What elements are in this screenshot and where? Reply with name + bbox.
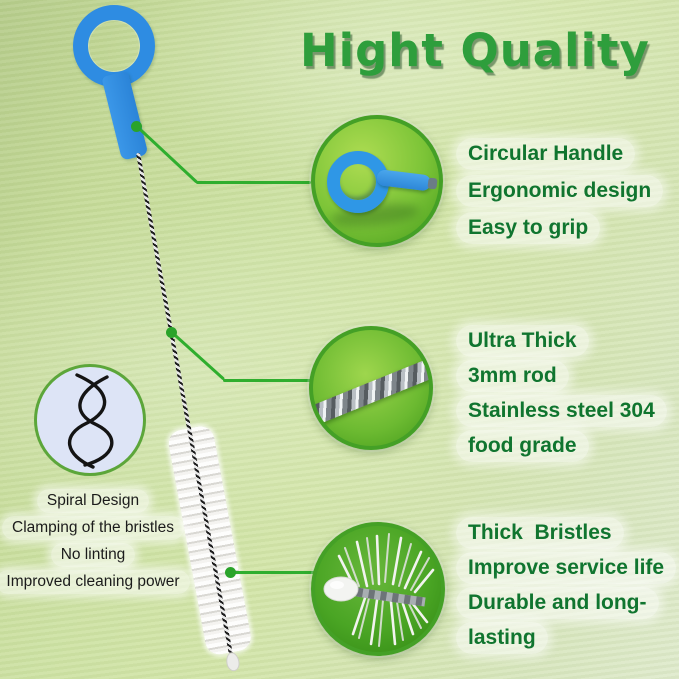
feature-line: Thick Bristles <box>456 517 624 549</box>
rod-photo <box>313 350 429 430</box>
anchor-dot-handle <box>131 121 142 132</box>
feature-line: Ergonomic design <box>456 175 664 207</box>
feature-line: Durable and long- <box>456 587 659 619</box>
leader-line-handle <box>196 181 311 184</box>
anchor-dot-rod <box>166 327 177 338</box>
feature-line: 3mm rod <box>456 360 569 392</box>
callout-rod-text: Ultra Thick 3mm rod Stainless steel 304 … <box>456 325 667 462</box>
zoom-circle-bristles <box>311 522 445 656</box>
feature-line: Improved cleaning power <box>0 570 190 594</box>
feature-line: Stainless steel 304 <box>456 395 667 427</box>
brush-handle-stem <box>101 70 149 161</box>
feature-line: Clamping of the bristles <box>2 516 184 540</box>
handle-photo-cap <box>427 177 438 190</box>
bristles-photo <box>323 533 435 647</box>
brush-tip <box>224 651 241 673</box>
zoom-circle-handle <box>311 115 443 247</box>
feature-line: Spiral Design <box>36 489 150 513</box>
callout-handle-text: Circular Handle Ergonomic design Easy to… <box>456 138 664 244</box>
spiral-design-circle <box>34 364 146 476</box>
feature-line: lasting <box>456 622 548 654</box>
feature-line: Easy to grip <box>456 212 601 244</box>
leader-line-bristles <box>231 571 315 574</box>
feature-line: Improve service life <box>456 552 677 584</box>
feature-line: Ultra Thick <box>456 325 589 357</box>
spiral-design-icon <box>67 373 114 469</box>
zoom-circle-rod <box>309 326 433 450</box>
feature-line: food grade <box>456 430 589 462</box>
feature-line: No linting <box>50 543 136 567</box>
anchor-dot-bristles <box>225 567 236 578</box>
callout-bristles-text: Thick Bristles Improve service life Dura… <box>456 517 677 654</box>
leader-line-rod <box>223 379 311 382</box>
feature-line: Circular Handle <box>456 138 636 170</box>
spiral-feature-text: Spiral Design Clamping of the bristles N… <box>0 489 190 594</box>
page-title: Hight Quality <box>300 24 650 77</box>
